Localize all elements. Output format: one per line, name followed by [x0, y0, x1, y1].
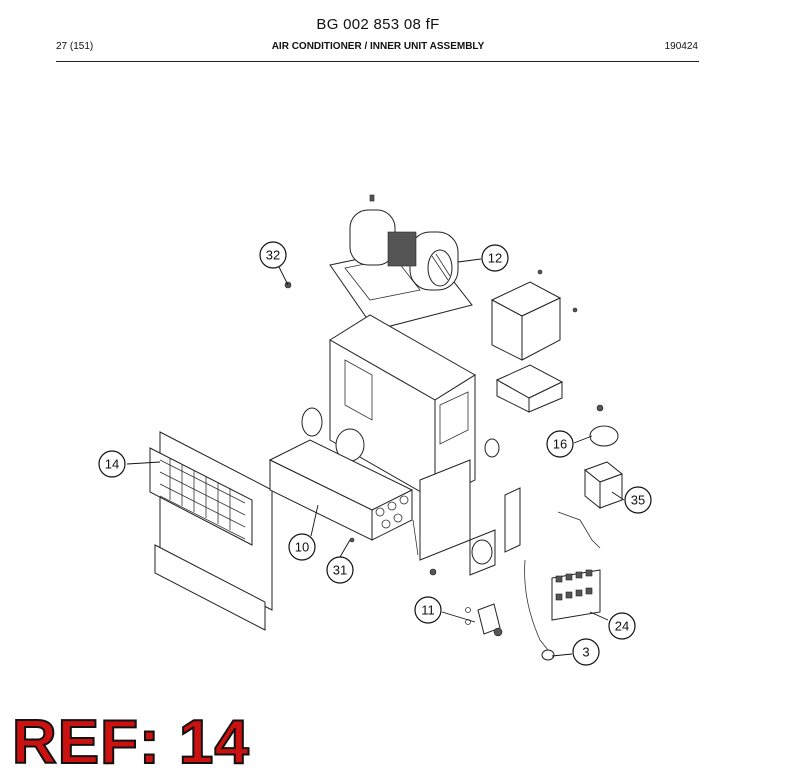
section-title: AIR CONDITIONER / INNER UNIT ASSEMBLY [271, 41, 485, 52]
svg-text:3: 3 [582, 645, 589, 660]
svg-text:14: 14 [105, 457, 119, 472]
callout-32: 32 [259, 241, 287, 269]
svg-text:35: 35 [631, 493, 645, 508]
blower-fan-assembly [329, 194, 473, 331]
callout-35: 35 [624, 486, 652, 514]
callout-31: 31 [326, 556, 354, 584]
bracket-parts [469, 438, 555, 661]
date-code: 190424 [664, 41, 698, 52]
drain-pump [465, 603, 503, 637]
control-box [490, 281, 619, 447]
svg-text:31: 31 [333, 563, 347, 578]
header-divider [56, 61, 699, 62]
svg-text:10: 10 [295, 540, 309, 555]
relay-box [557, 461, 624, 549]
terminal-block-strip [551, 569, 601, 621]
svg-text:24: 24 [615, 619, 629, 634]
callout-leaders [126, 258, 625, 657]
callout-24: 24 [608, 612, 636, 640]
reference-stamp: REF: 14 [11, 708, 250, 777]
callout-11: 11 [414, 596, 442, 624]
callout-16: 16 [546, 430, 574, 458]
callout-14: 14 [98, 450, 126, 478]
page-reference: 27 (151) [56, 41, 94, 52]
svg-text:11: 11 [421, 603, 435, 618]
svg-text:32: 32 [266, 248, 280, 263]
callout-10: 10 [288, 533, 316, 561]
evaporator-coil [268, 407, 419, 556]
callout-12: 12 [481, 244, 509, 272]
doc-number: BG 002 853 08 fF [316, 16, 440, 33]
svg-text:12: 12 [488, 251, 502, 266]
svg-text:16: 16 [553, 437, 567, 452]
front-grille-panel [149, 431, 273, 631]
callout-3: 3 [572, 638, 600, 666]
main-cabinet [329, 314, 476, 561]
